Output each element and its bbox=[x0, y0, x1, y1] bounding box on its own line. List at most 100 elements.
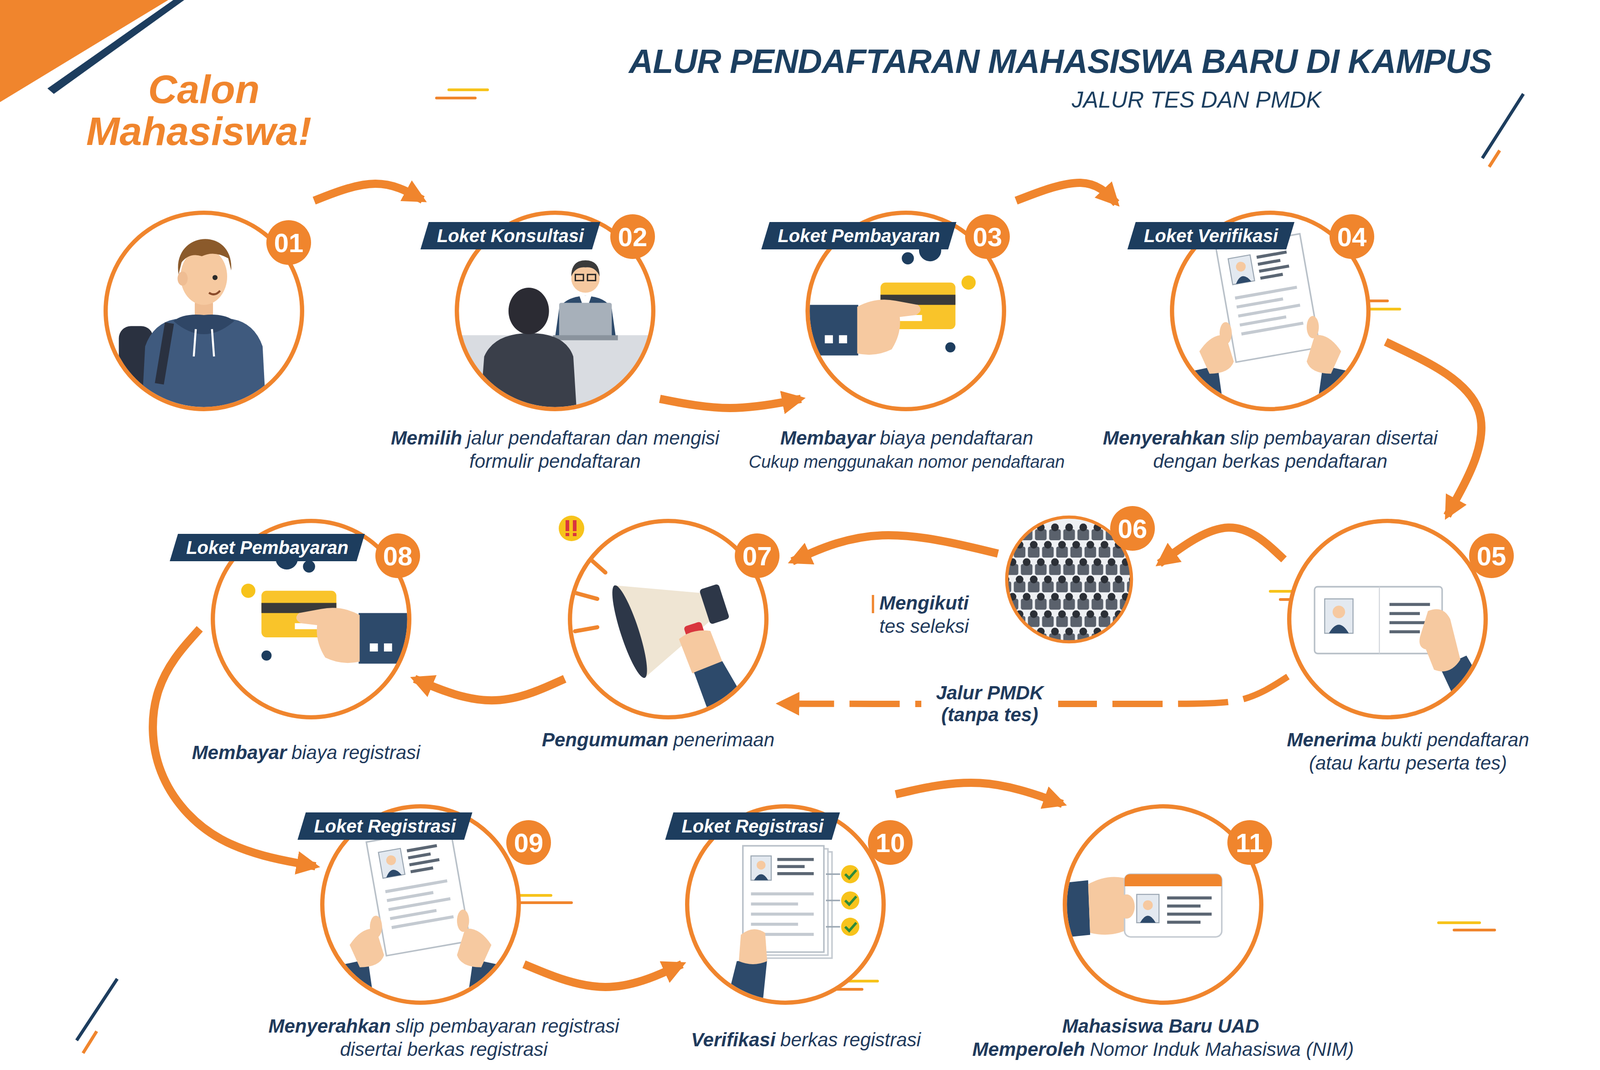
audience-head bbox=[1065, 593, 1074, 602]
check-mark-ground bbox=[841, 891, 860, 910]
step-caption: Calon Mahasiswa! bbox=[76, 68, 332, 153]
text-line bbox=[1241, 321, 1304, 336]
caption-text: berkas registrasi bbox=[780, 1029, 921, 1051]
audience-head bbox=[1136, 593, 1144, 602]
step-number-disc: 09 bbox=[506, 820, 551, 866]
accent-dash bbox=[448, 88, 488, 92]
check-leader bbox=[825, 873, 841, 876]
step-circle: Loket Pembayaran08Membayarbiaya registra… bbox=[209, 518, 413, 721]
step-caption: Menyerahkanslip pembayaran registrasi di… bbox=[247, 1014, 640, 1062]
step-caption: Membayarbiaya pendaftaranCukup menggunak… bbox=[733, 426, 1081, 473]
text-line bbox=[389, 909, 437, 921]
accent-dash bbox=[436, 96, 476, 100]
audience-head bbox=[1051, 558, 1060, 567]
audience-head bbox=[1122, 628, 1130, 636]
text-line bbox=[751, 923, 799, 927]
text-line bbox=[751, 892, 815, 896]
step-number: 03 bbox=[972, 221, 1003, 253]
step-caption: Mengikutites seleksi bbox=[879, 591, 1003, 639]
thumb bbox=[1306, 316, 1320, 339]
seat bbox=[1133, 564, 1146, 576]
seat bbox=[1020, 633, 1033, 645]
photo-head bbox=[1235, 260, 1247, 273]
step-circle: Loket Verifikasi04Menyerahkanslip pembay… bbox=[1168, 209, 1372, 413]
text-line bbox=[777, 865, 805, 869]
drawstring bbox=[212, 329, 214, 357]
audience-head bbox=[1128, 610, 1137, 619]
text-line bbox=[1258, 264, 1290, 273]
hand bbox=[457, 929, 492, 968]
glasses bbox=[575, 274, 584, 281]
audience-head bbox=[1051, 628, 1060, 636]
audience-head bbox=[1072, 540, 1081, 549]
audience-head bbox=[1065, 558, 1074, 567]
counter-badge: Loket Registrasi bbox=[297, 812, 473, 841]
photo-body bbox=[753, 874, 769, 881]
seat bbox=[992, 529, 1004, 541]
audience-head bbox=[1029, 610, 1038, 619]
step-caption: Verifikasiberkas registrasi bbox=[659, 1028, 952, 1052]
step-illustration bbox=[1286, 518, 1489, 721]
caption-keyword: Pengumuman bbox=[541, 729, 669, 751]
caption-keyword: Menyerahkan bbox=[1102, 427, 1226, 449]
fold bbox=[1378, 587, 1380, 655]
flow-arrow bbox=[895, 783, 1063, 805]
page-title: ALUR PENDAFTARAN MAHASISWA BARU DI KAMPU… bbox=[628, 41, 1492, 81]
step-number: 01 bbox=[274, 227, 304, 259]
text-line bbox=[751, 903, 799, 907]
step-number: 07 bbox=[742, 540, 773, 572]
audience-head bbox=[1079, 558, 1088, 567]
seat bbox=[1133, 598, 1146, 610]
step-caption: Membayarbiaya registrasi bbox=[160, 741, 452, 765]
caption-keyword: Mahasiswa Baru UAD bbox=[1062, 1015, 1260, 1038]
coin bbox=[901, 252, 915, 265]
audience-head bbox=[1142, 610, 1151, 619]
caption-line: Membayarbiaya registrasi bbox=[160, 741, 452, 765]
caption-text: biaya pendaftaran bbox=[879, 427, 1034, 449]
audience-head bbox=[1100, 610, 1109, 619]
audience-head bbox=[1086, 610, 1095, 619]
audience-head bbox=[1093, 558, 1102, 567]
audience-head bbox=[1065, 628, 1074, 636]
audience-head bbox=[1022, 558, 1031, 567]
check-mark bbox=[845, 870, 857, 879]
text-line bbox=[1389, 630, 1420, 634]
caption-text: tes seleksi bbox=[879, 615, 969, 638]
coin bbox=[945, 342, 956, 353]
counter-badge: Loket Pembayaran bbox=[761, 222, 957, 250]
alert-icon-dot bbox=[572, 533, 577, 537]
audience-head bbox=[994, 523, 1003, 532]
accent-slash bbox=[1482, 93, 1524, 159]
coin bbox=[961, 275, 976, 290]
sleeve bbox=[693, 657, 752, 725]
photo-body bbox=[1234, 275, 1252, 285]
eye bbox=[212, 275, 218, 281]
audience-head bbox=[1142, 576, 1151, 584]
sound-line bbox=[575, 627, 598, 632]
seat bbox=[1105, 633, 1117, 645]
caption-line: Menyerahkanslip pembayaran registrasi di… bbox=[247, 1014, 640, 1062]
seat bbox=[999, 546, 1012, 558]
caption-keyword: Memilih bbox=[390, 427, 463, 449]
step-number: 04 bbox=[1337, 221, 1367, 253]
photo-body bbox=[1140, 915, 1156, 924]
check-leader bbox=[825, 926, 841, 928]
text-line bbox=[1236, 297, 1284, 309]
audience-head bbox=[1037, 593, 1045, 602]
audience-head bbox=[1065, 523, 1074, 532]
audience-head bbox=[1058, 610, 1066, 619]
text-line bbox=[1389, 621, 1430, 625]
drawstring bbox=[193, 329, 196, 357]
counter-badge: Loket Registrasi bbox=[664, 812, 840, 841]
step-circle: Loket Registrasi10Verifikasiberkas regis… bbox=[684, 803, 887, 1007]
back bbox=[699, 583, 730, 625]
hand bbox=[857, 299, 921, 355]
accent-slash bbox=[1489, 150, 1500, 167]
audience-head bbox=[1058, 576, 1066, 584]
step-number: 09 bbox=[514, 827, 544, 859]
photo-head bbox=[756, 861, 766, 871]
caption-line: Pengumumanpenerimaan bbox=[521, 728, 795, 752]
